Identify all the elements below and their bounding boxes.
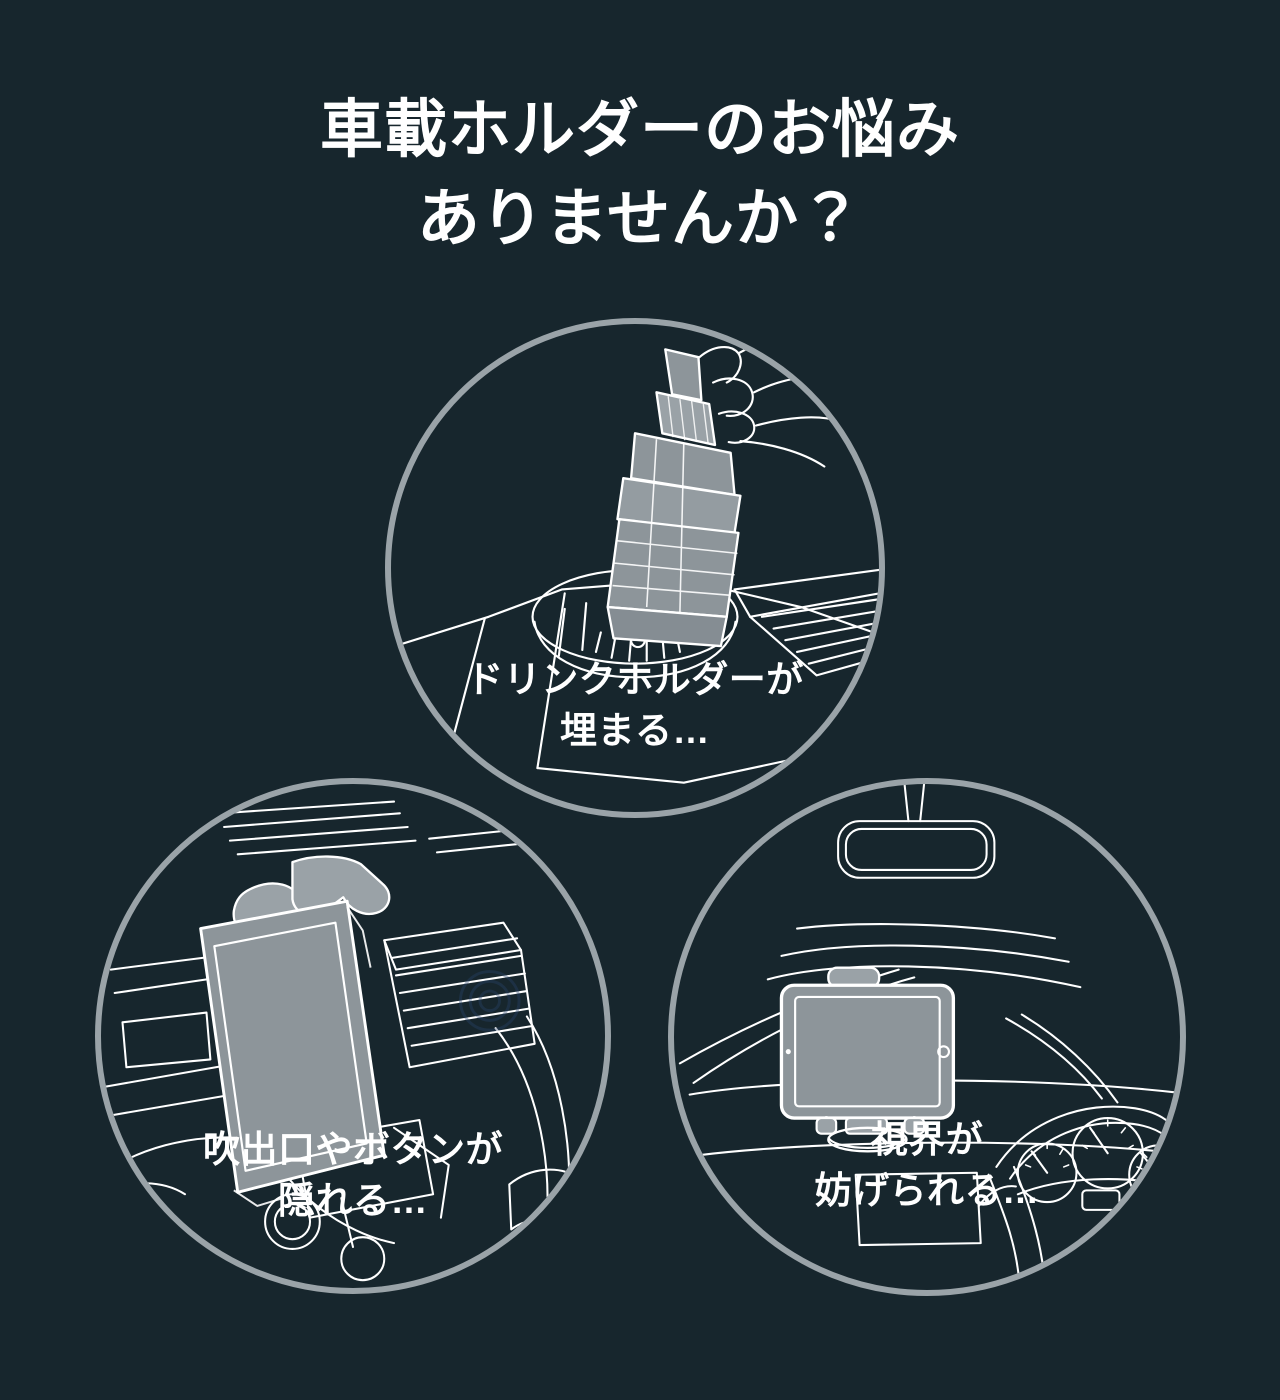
mounted-tablet [779,966,956,1153]
dashboard-vent-mount-illustration [101,800,581,1282]
windshield-view-blocked-illustration [678,784,1180,1290]
cup-holder-mount-body [606,348,742,648]
page-title-line-1: 車載ホルダーのお悩み [320,95,960,165]
problem-card-view: 視界が 妨げられる… [668,778,1186,1296]
mounted-tablet [199,855,391,1208]
cup-holder-mount-illustration [393,338,879,784]
page-title-line-2: ありませんか？ [416,184,864,255]
page-title: 車載ホルダーのお悩み ありませんか？ [0,86,1280,265]
problem-card-cupholder: ドリンクホルダーが 埋まる… [385,318,885,818]
problem-card-vent: 吹出口やボタンが 隠れる… [95,778,611,1294]
